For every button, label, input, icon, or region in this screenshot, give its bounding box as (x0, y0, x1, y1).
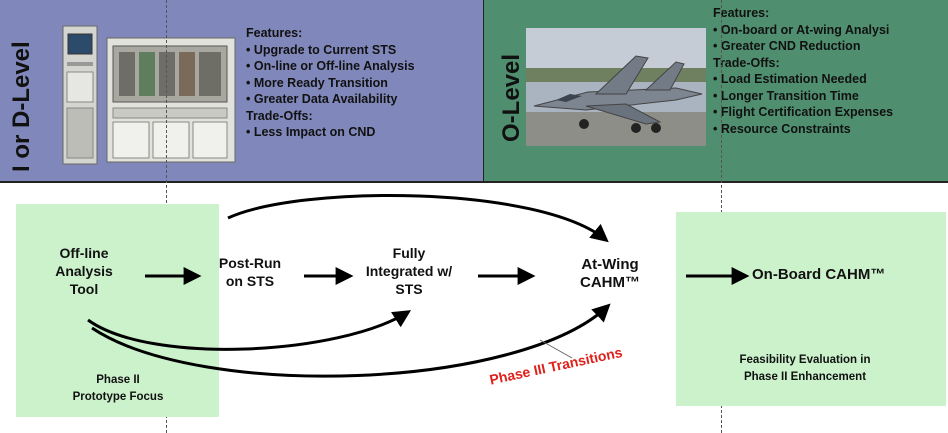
node-line: Fully (392, 245, 426, 261)
fully-integrated-node: Fully Integrated w/ STS (345, 244, 473, 298)
right-tradeoff-item: • Load Estimation Needed (713, 72, 867, 86)
phase3-pointer (539, 339, 573, 359)
node-line: on STS (225, 273, 275, 289)
note-line: Prototype Focus (72, 391, 164, 403)
left-tradeoffs-heading: Trade-Offs: (246, 108, 313, 123)
node-line: At-Wing (581, 256, 639, 273)
at-wing-cahm-node: At-Wing CAHM™ (545, 256, 675, 292)
jet-aircraft-image (526, 28, 706, 146)
left-features-heading: Features: (246, 26, 303, 40)
node-line: Integrated w/ (365, 263, 453, 279)
right-feature-item: • On-board or At-wing Analysi (713, 22, 890, 37)
right-features-heading: Features: (713, 6, 770, 20)
right-tradeoff-item: • Longer Transition Time (713, 88, 859, 103)
arrow-postrun-to-atwing (227, 193, 609, 243)
on-board-cahm-node: On-Board CAHM™ (752, 266, 886, 283)
note-line: Feasibility Evaluation in (739, 354, 871, 366)
node-line: Post-Run (218, 255, 282, 271)
node-line: Tool (69, 281, 99, 297)
test-station-image (62, 25, 236, 165)
left-tradeoff-item: • Less Impact on CND (246, 125, 376, 139)
prototype-focus-note: Phase II Prototype Focus (28, 372, 208, 406)
node-line: Analysis (55, 263, 113, 279)
left-feature-item: • On-line or Off-line Analysis (246, 59, 415, 73)
left-feature-item: • Greater Data Availability (246, 92, 398, 106)
offline-analysis-tool-node: Off-line Analysis Tool (36, 244, 132, 298)
right-tradeoff-item: • Flight Certification Expenses (713, 105, 894, 119)
right-tradeoff-item: • Resource Constraints (713, 121, 851, 136)
i-d-level-panel: I or D-Level Features: • Upgrade to Curr… (0, 0, 484, 183)
feasibility-box (676, 212, 946, 406)
arrow-offline-to-integrated (87, 310, 412, 351)
arrow-offline-to-atwing (91, 303, 611, 378)
left-feature-item: • Upgrade to Current STS (246, 42, 397, 57)
note-line: Phase II Enhancement (743, 371, 867, 383)
prototype-focus-box (16, 204, 219, 417)
right-feature-item: • Greater CND Reduction (713, 39, 861, 53)
left-feature-item: • More Ready Transition (246, 75, 388, 90)
post-run-node: Post-Run on STS (198, 254, 302, 290)
left-features: Features: • Upgrade to Current STS • On-… (246, 25, 415, 141)
node-line: STS (395, 281, 423, 297)
note-line: Phase II (96, 374, 140, 386)
o-level-panel: O-Level Features: • On-board or At-wing … (484, 0, 948, 183)
node-line: CAHM™ (580, 274, 640, 291)
feasibility-note: Feasibility Evaluation in Phase II Enhan… (700, 352, 910, 386)
right-features: Features: • On-board or At-wing Analysi … (713, 5, 893, 137)
node-line: Off-line (59, 245, 109, 261)
right-tradeoffs-heading: Trade-Offs: (713, 55, 780, 70)
